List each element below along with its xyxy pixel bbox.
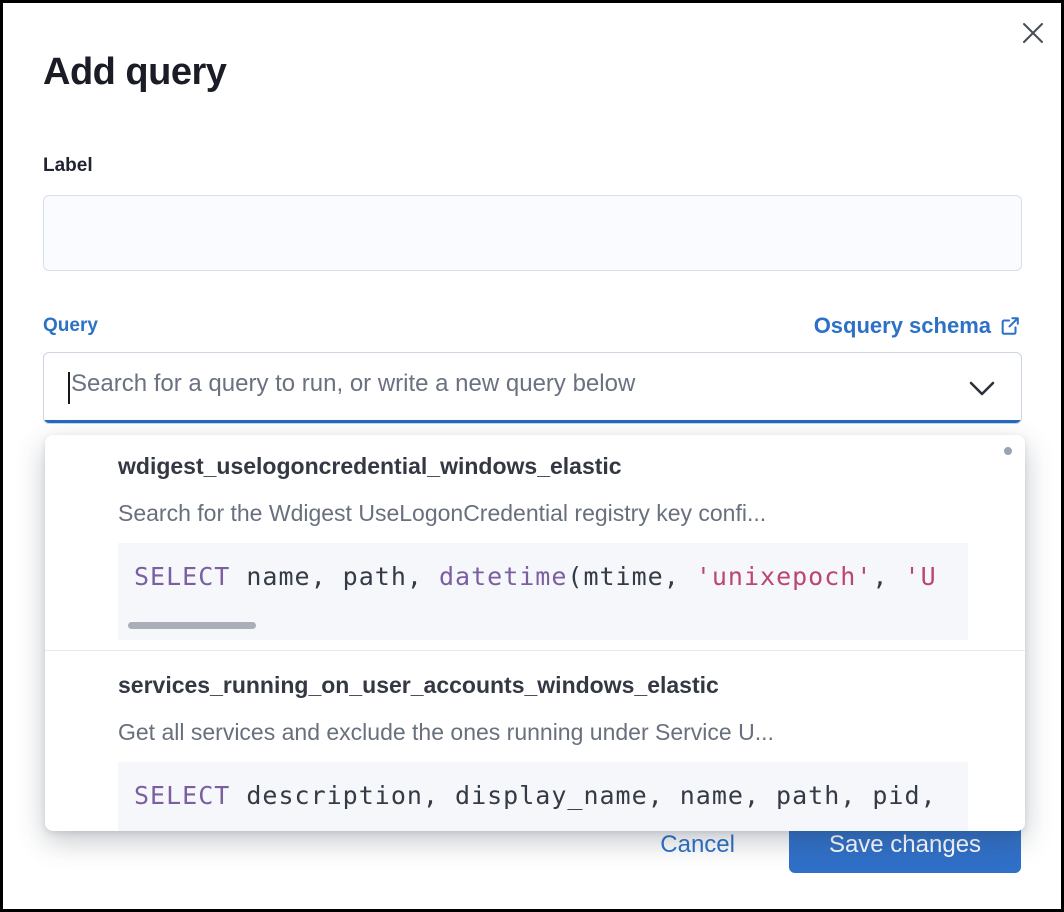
query-option-title: wdigest_uselogoncredential_windows_elast… [118,453,622,479]
sql-preview: SELECT description, display_name, name, … [118,762,968,831]
horizontal-scrollbar-thumb[interactable] [128,622,256,629]
query-search-input[interactable] [44,353,1021,419]
query-option[interactable]: wdigest_uselogoncredential_windows_elast… [45,435,1025,650]
query-option[interactable]: services_running_on_user_accounts_window… [45,651,1025,831]
osquery-schema-link[interactable]: Osquery schema [814,313,1021,339]
query-field-label: Query [43,315,98,336]
combobox-focus-bar [44,420,1021,423]
sql-preview: SELECT name, path, datetime(mtime, 'unix… [118,543,968,640]
close-button[interactable] [1017,17,1049,49]
query-combobox[interactable] [43,352,1022,424]
query-options-dropdown: wdigest_uselogoncredential_windows_elast… [45,435,1025,831]
close-icon [1023,23,1043,43]
option-divider [45,650,1025,651]
query-option-title: services_running_on_user_accounts_window… [118,672,719,698]
sql-code: SELECT name, path, datetime(mtime, 'unix… [134,562,937,591]
cancel-button[interactable]: Cancel [656,817,739,873]
modal-title: Add query [43,51,227,93]
query-option-description: Get all services and exclude the ones ru… [118,719,774,745]
text-cursor [68,372,70,404]
chevron-down-icon[interactable] [969,381,995,397]
external-link-icon [1001,317,1019,335]
sql-code: SELECT description, display_name, name, … [134,781,937,810]
vertical-scrollbar-thumb[interactable] [1004,447,1012,455]
query-field-header: Query Osquery schema [43,312,1021,340]
label-input[interactable] [43,195,1022,271]
label-field-label: Label [43,155,93,176]
query-option-description: Search for the Wdigest UseLogonCredentia… [118,500,767,526]
osquery-schema-link-label: Osquery schema [813,313,991,338]
add-query-modal: Add query Label Query Osquery schema Can… [3,3,1061,909]
